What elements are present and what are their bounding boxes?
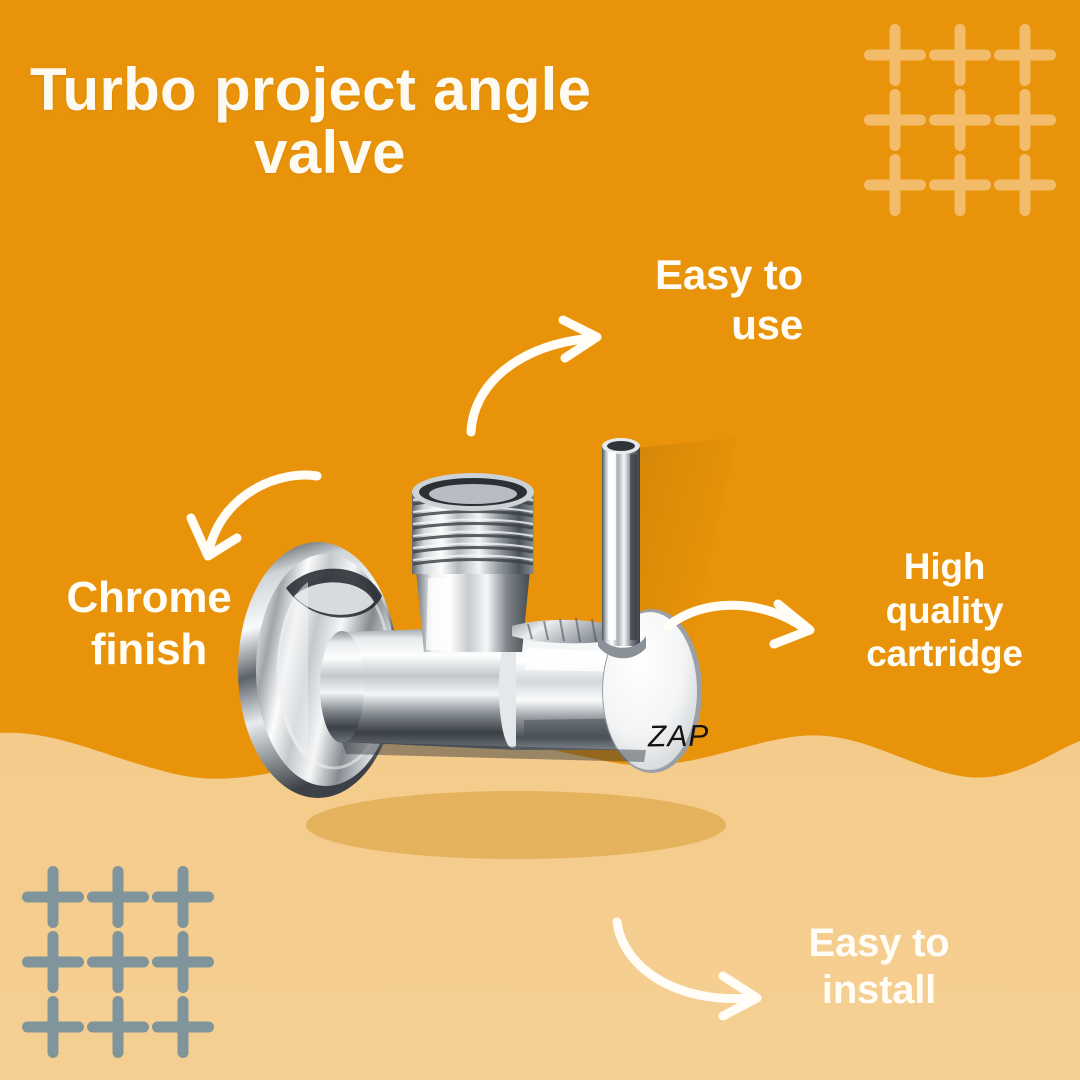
page-title: Turbo project angle valve	[30, 58, 630, 184]
plus-icon	[20, 929, 85, 994]
plus-icon	[993, 22, 1058, 87]
page-title-line-2: valve	[254, 119, 406, 186]
plus-icon	[85, 864, 150, 929]
plus-pattern-bottom-left	[20, 864, 216, 1060]
page-title-line-1: Turbo project angle	[30, 56, 592, 123]
valve-lever-handle	[598, 438, 646, 659]
plus-icon	[927, 87, 992, 152]
thread-rings	[412, 492, 534, 574]
callout-chrome-finish-line-1: Chrome	[66, 573, 232, 622]
callout-high-quality-cartridge: High quality cartridge	[827, 545, 1062, 676]
callout-high-quality-line-1: High	[903, 546, 986, 587]
plus-icon	[151, 995, 216, 1060]
plus-icon	[862, 87, 927, 152]
callout-easy-to-use-line-2: use	[731, 300, 803, 348]
plus-icon	[862, 22, 927, 87]
plus-icon	[993, 87, 1058, 152]
plus-icon	[20, 864, 85, 929]
plus-icon	[993, 153, 1058, 218]
callout-easy-to-install-line-2: install	[821, 968, 937, 1013]
callout-high-quality-line-3: cartridge	[866, 633, 1023, 675]
product-brand-mark: ZAP	[647, 719, 710, 754]
plus-icon	[862, 153, 927, 218]
plus-icon	[85, 929, 150, 994]
plus-icon	[151, 929, 216, 994]
callout-easy-to-install-line-1: Easy to	[808, 921, 950, 965]
callout-easy-to-use: Easy to use	[603, 250, 803, 349]
callout-high-quality-line-2: quality	[885, 589, 1004, 631]
valve-threaded-outlet	[412, 473, 534, 652]
callout-easy-to-use-line-1: Easy to	[655, 251, 803, 298]
plus-icon	[20, 995, 85, 1060]
plus-icon	[151, 864, 216, 929]
callout-chrome-finish: Chrome finish	[34, 572, 264, 676]
plus-pattern-top-right	[862, 22, 1058, 218]
callout-easy-to-install: Easy to install	[764, 920, 994, 1014]
plus-icon	[85, 995, 150, 1060]
product-image-angle-valve: ZAP	[216, 420, 756, 860]
plus-icon	[927, 153, 992, 218]
callout-chrome-finish-line-2: finish	[90, 624, 208, 674]
plus-icon	[927, 22, 992, 87]
